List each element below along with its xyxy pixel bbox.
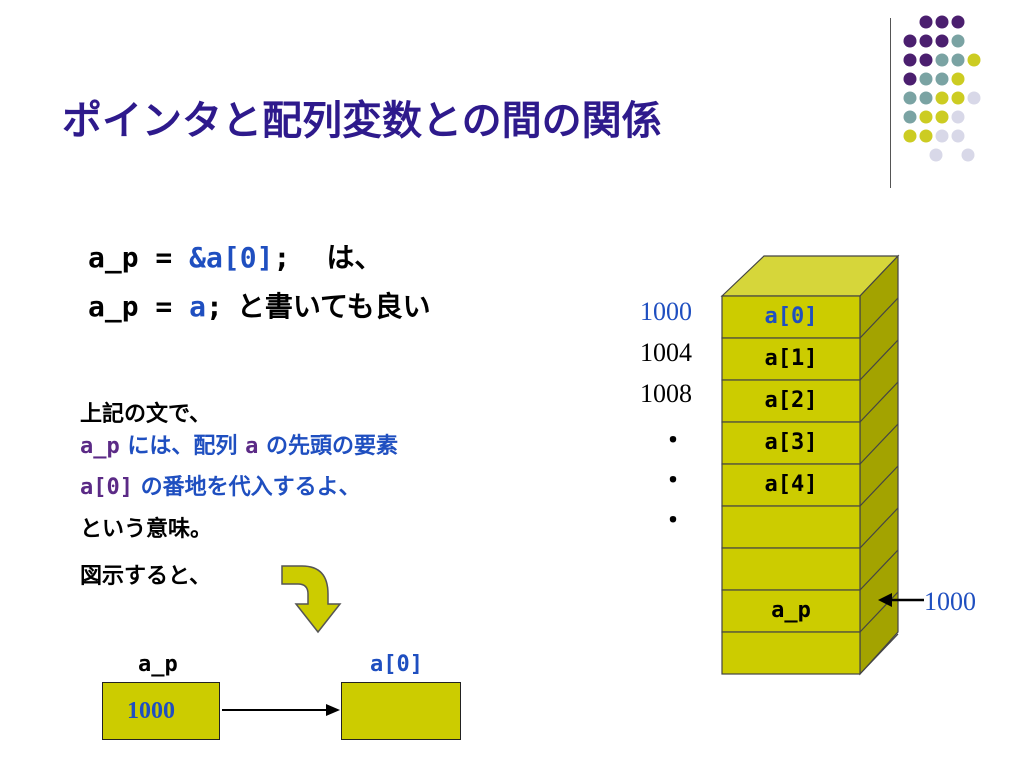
explanation-line-4: という意味。 — [80, 517, 213, 542]
decorative-dot — [951, 91, 965, 105]
memory-cell — [721, 295, 861, 339]
explanation-line-2: a_p には、配列 a の先頭の要素 — [80, 428, 398, 460]
code-line-1: a_p = &a[0]; は、 — [88, 236, 382, 276]
decorative-dot — [903, 129, 917, 143]
decorative-dot — [967, 53, 981, 67]
memory-cell — [721, 421, 861, 465]
mini-box-ap-value: 1000 — [127, 698, 175, 724]
decorative-dot — [903, 110, 917, 124]
decorative-dot — [903, 34, 917, 48]
decorative-dot — [935, 53, 949, 67]
pointer-value-arrow — [878, 593, 924, 607]
ellipsis-dot-2: ・ — [660, 466, 687, 495]
decorative-dot — [951, 72, 965, 86]
explanation-elem-a0: a[0] — [80, 475, 133, 500]
code-line-1-tail: は、 — [326, 241, 383, 274]
decorative-dot — [935, 110, 949, 124]
address-1004: 1004 — [640, 338, 692, 367]
memory-cell — [721, 379, 861, 423]
decorative-dot — [903, 72, 917, 86]
explanation-line-2-tail: の先頭の要素 — [266, 434, 399, 459]
mini-box-ap: 1000 — [102, 682, 220, 740]
code-line-2-tail: と書いても良い — [236, 290, 431, 323]
code-line-2-lhs: a_p = — [88, 290, 190, 323]
memory-cell — [721, 547, 861, 591]
explanation-line-2-rest: には、配列 — [127, 434, 246, 459]
memory-cell-label: a[0] — [764, 304, 818, 329]
explanation-line-5: 図示すると、 — [80, 564, 212, 589]
memory-cell-label: a[1] — [764, 346, 818, 371]
explanation-line-3-rest: の番地を代入するよ、 — [140, 475, 361, 500]
explanation-var-ap: a_p — [80, 434, 120, 459]
memory-cell — [721, 337, 861, 381]
memory-cell-label: a_p — [771, 598, 811, 623]
decorative-dot — [951, 34, 965, 48]
decorative-dot — [929, 148, 943, 162]
memory-cell-label: a[4] — [764, 472, 818, 497]
explanation-line-3: a[0] の番地を代入するよ、 — [80, 469, 361, 501]
decorative-dot — [951, 129, 965, 143]
decorative-dot — [935, 72, 949, 86]
mini-pointer-arrow — [222, 704, 340, 716]
title-divider-line — [890, 18, 891, 188]
curved-down-arrow-icon — [281, 565, 342, 634]
decorative-dot-grid — [903, 15, 981, 162]
slide-title: ポインタと配列変数との間の関係 — [62, 98, 662, 144]
code-line-1-lhs: a_p = — [88, 241, 190, 274]
code-line-1-semi: ; — [273, 241, 291, 274]
decorative-dot — [961, 148, 975, 162]
memory-cell-label: a[3] — [764, 430, 818, 455]
decorative-dot — [967, 91, 981, 105]
decorative-dot — [919, 53, 933, 67]
code-line-2: a_p = a; と書いても良い — [88, 285, 431, 325]
decorative-dot — [951, 110, 965, 124]
pointer-value: 1000 — [924, 587, 976, 616]
decorative-dot — [919, 72, 933, 86]
memory-cell-edge — [859, 507, 899, 549]
memory-cell-edge — [859, 549, 899, 591]
decorative-dot — [919, 15, 933, 29]
decorative-dot — [935, 129, 949, 143]
memory-cell — [721, 589, 861, 633]
explanation-arr-a: a — [245, 434, 259, 459]
decorative-dot — [935, 15, 949, 29]
decorative-dot — [903, 53, 917, 67]
code-line-2-semi: ; — [206, 290, 223, 323]
memory-cell-edge — [859, 465, 899, 507]
decorative-dot — [903, 91, 917, 105]
decorative-dot — [919, 91, 933, 105]
memory-cell-edge — [859, 633, 899, 675]
address-1000: 1000 — [640, 297, 692, 326]
mini-label-a0: a[0] — [370, 652, 423, 677]
ellipsis-dot-1: ・ — [660, 426, 687, 455]
mini-box-a0 — [341, 682, 461, 740]
memory-cell — [721, 463, 861, 507]
decorative-dot — [919, 110, 933, 124]
memory-cell-edge — [859, 381, 899, 423]
code-line-1-rhs: &a[0] — [189, 241, 274, 274]
decorative-dot — [919, 129, 933, 143]
memory-cell-edge — [859, 297, 899, 339]
code-line-2-rhs: a — [189, 290, 207, 323]
decorative-dot — [951, 15, 965, 29]
memory-cell — [721, 631, 861, 675]
decorative-dot — [935, 34, 949, 48]
memory-cell — [721, 505, 861, 549]
address-1008: 1008 — [640, 379, 692, 408]
decorative-dot — [951, 53, 965, 67]
memory-cell-edge — [859, 339, 899, 381]
ellipsis-dot-3: ・ — [660, 506, 687, 535]
memory-cell-edge — [859, 423, 899, 465]
decorative-dot — [919, 34, 933, 48]
explanation-line-1: 上記の文で、 — [80, 402, 212, 427]
memory-stack — [720, 254, 900, 676]
memory-cell-label: a[2] — [764, 388, 818, 413]
mini-label-ap: a_p — [138, 652, 178, 677]
decorative-dot — [935, 91, 949, 105]
